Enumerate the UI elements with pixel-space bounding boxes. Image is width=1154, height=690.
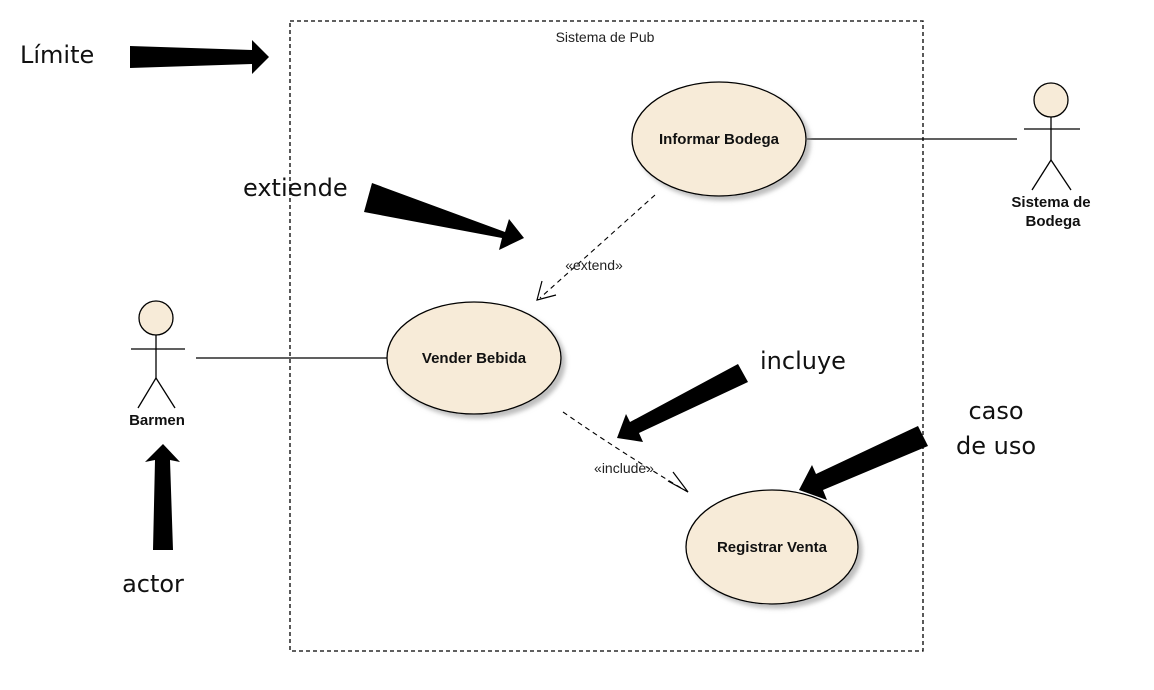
annotation-incluye-arrow (617, 364, 748, 442)
actor-sistema-label-line1: Sistema de (1011, 194, 1090, 211)
usecase-informar-bodega-ellipse (631, 81, 807, 197)
system-boundary-title: Sistema de Pub (556, 29, 655, 45)
include-stereotype-label: «include» (594, 460, 654, 476)
usecase-informar-bodega-label: Informar Bodega (659, 131, 780, 148)
annotation-caso-arrow (799, 426, 928, 500)
annotation-actor-label: actor (122, 570, 184, 598)
annotation-actor-arrow (145, 444, 180, 550)
actor-sistema-leg-left (1031, 159, 1052, 191)
system-boundary (289, 20, 924, 652)
usecase-vender-bebida-ellipse (386, 301, 562, 415)
actor-barmen-leg-right (155, 377, 176, 409)
extend-stereotype-label: «extend» (565, 257, 623, 273)
include-relationship-line (562, 411, 689, 493)
usecase-registrar-venta[interactable]: Registrar Venta (685, 489, 859, 605)
actor-barmen-label: Barmen (129, 412, 185, 429)
usecase-vender-bebida[interactable]: Vender Bebida (386, 301, 562, 415)
usecase-vender-bebida-label: Vender Bebida (422, 350, 527, 367)
usecase-registrar-venta-label: Registrar Venta (717, 539, 828, 556)
actor-sistema-label-line2: Bodega (1025, 213, 1081, 230)
usecase-registrar-venta-ellipse (685, 489, 859, 605)
actor-barmen-leg-left (137, 377, 157, 409)
annotation-limite-arrow (130, 40, 269, 74)
usecase-informar-bodega[interactable]: Informar Bodega (631, 81, 807, 197)
annotation-limite-label: Límite (20, 41, 94, 69)
actor-sistema-head (1033, 82, 1069, 118)
actor-sistema-leg-right (1050, 159, 1072, 191)
actor-barmen[interactable]: Barmen (129, 300, 185, 429)
annotation-incluye-label: incluye (760, 347, 846, 375)
annotation-extiende-label: extiende (243, 174, 348, 202)
include-arrowhead (667, 471, 689, 493)
actor-sistema-de-bodega[interactable]: Sistema de Bodega (1011, 82, 1091, 230)
annotation-extiende-arrow (364, 183, 524, 250)
actor-barmen-head (138, 300, 174, 336)
annotation-caso-label-line1: caso (968, 397, 1023, 425)
annotation-caso-label-line2: de uso (956, 432, 1036, 460)
extend-arrowhead (536, 280, 557, 301)
extend-relationship-line (539, 194, 656, 299)
